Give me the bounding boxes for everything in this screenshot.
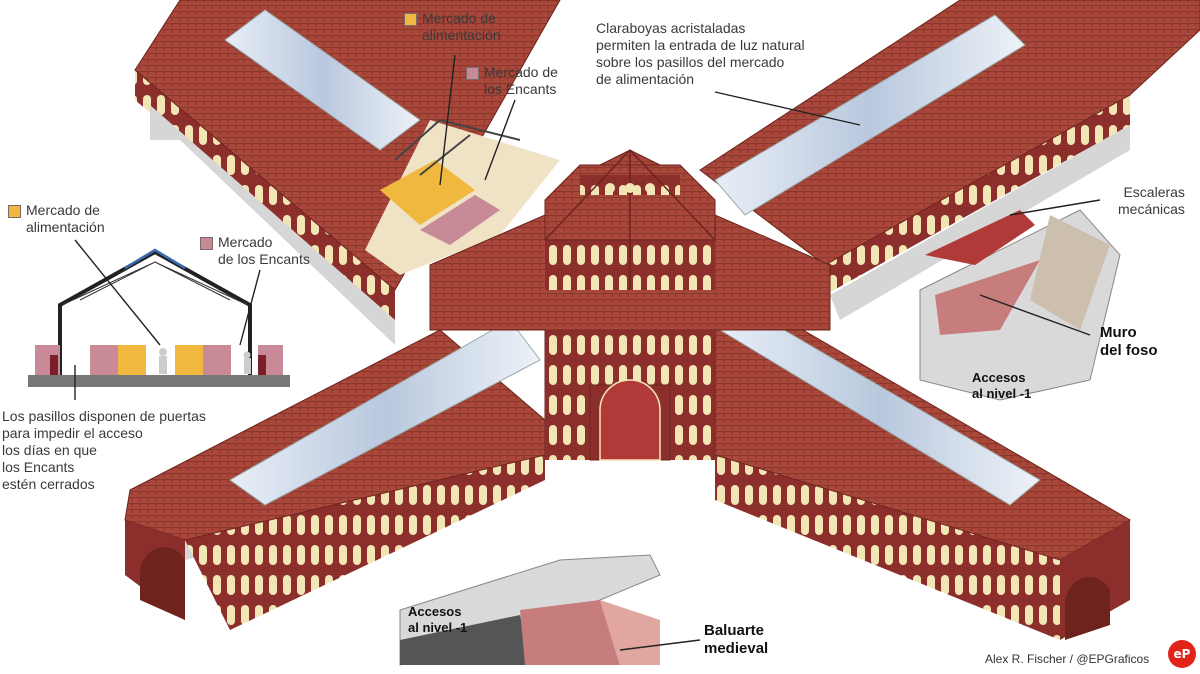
label-escalators: Escaleras mecánicas: [1118, 184, 1185, 217]
escalator-top: [925, 210, 1035, 265]
escalator-steps: [1030, 215, 1110, 330]
label-left-food: Mercado de alimentación: [8, 202, 105, 236]
leader-pit-wall: [979, 294, 1091, 336]
encants-swatch-left: [200, 237, 213, 250]
main-entrance-arch: [599, 379, 661, 461]
pit-cutaway-right: [919, 209, 1121, 401]
wing-top-left: [134, 0, 561, 345]
label-skylights: Claraboyas acristaladas permiten la entr…: [596, 20, 805, 87]
skylight-top-left: [224, 9, 421, 151]
skylight-bottom-left: [229, 319, 541, 506]
cross-section-diagram: [28, 248, 290, 387]
leader-bastion: [619, 639, 701, 651]
wing-bottom-left: [124, 319, 546, 630]
label-top-encants: Mercado de los Encants: [466, 64, 558, 98]
pit-cutaway-bottom: [399, 554, 661, 666]
wing-top-right: [699, 0, 1200, 320]
food-swatch: [404, 13, 417, 26]
label-pit-wall: Muro del foso: [1100, 324, 1158, 359]
label-access-bottom: Accesos al nivel -1: [408, 604, 468, 635]
label-bastion: Baluarte medieval: [704, 622, 769, 657]
cutaway-encants-stalls: [420, 195, 500, 245]
skylight-top-right: [714, 14, 1026, 216]
label-access-right: Accesos al nivel -1: [972, 370, 1032, 401]
label-doors: Los pasillos disponen de puertas para im…: [2, 408, 206, 492]
label-left-encants: Mercado de los Encants: [200, 234, 310, 268]
bastion-wall: [520, 600, 620, 665]
central-pavilion: [429, 149, 831, 461]
leader-lines: [74, 54, 1101, 651]
leader-left-food: [74, 239, 161, 346]
leader-left-encants: [239, 269, 261, 346]
label-top-food: Mercado de alimentación: [404, 10, 501, 44]
leader-top-encants: [484, 99, 516, 181]
leader-top-food: [439, 54, 456, 186]
wing-bottom-right: [714, 304, 1132, 640]
ep-logo: eP: [1168, 640, 1196, 668]
food-swatch-left: [8, 205, 21, 218]
leader-skylights: [714, 91, 861, 126]
leader-escalators: [1009, 199, 1101, 216]
encants-swatch: [466, 67, 479, 80]
cutaway-food-stalls: [380, 160, 475, 225]
credit-line: Alex R. Fischer / @EPGraficos: [985, 652, 1150, 666]
